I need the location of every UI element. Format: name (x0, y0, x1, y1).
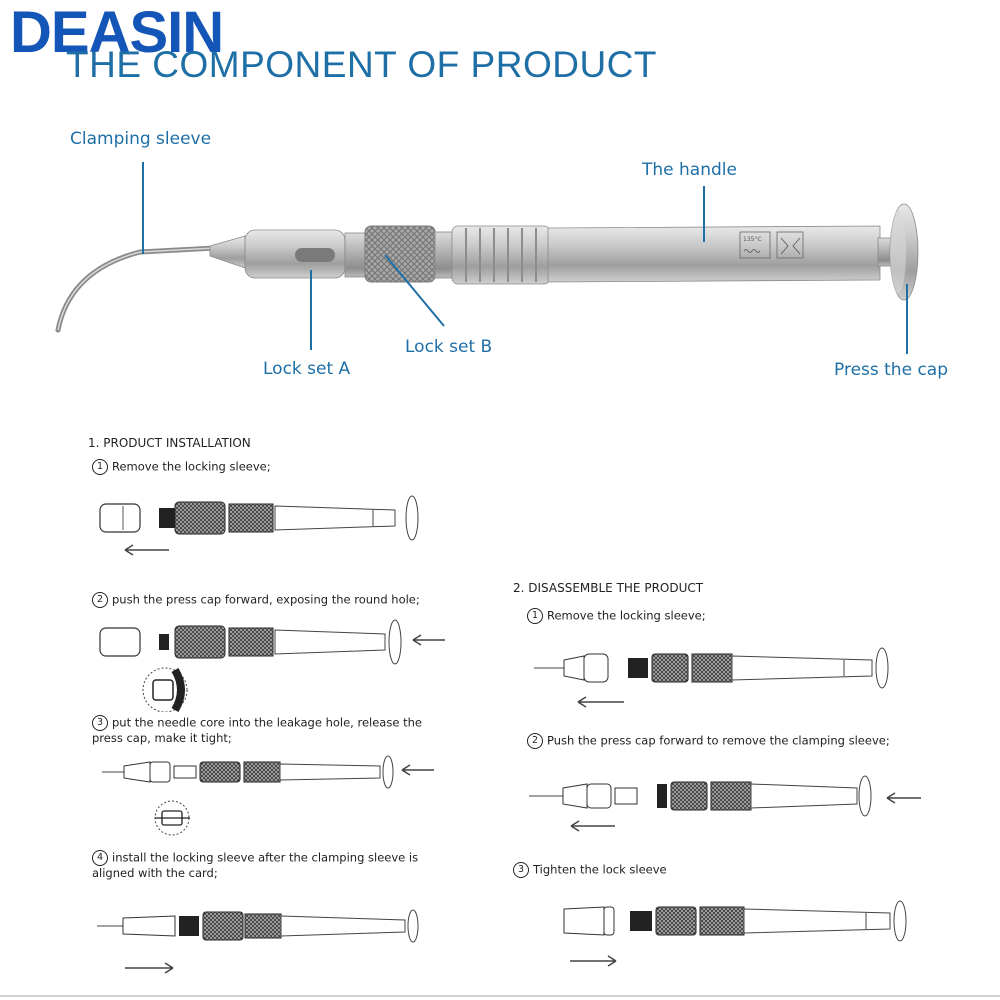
needle-tip (55, 245, 218, 333)
step-number: 3 (513, 862, 529, 878)
pointer-lock-set-a (310, 270, 312, 350)
symbol-mark (776, 231, 804, 259)
page-title: THE COMPONENT OF PRODUCT (66, 44, 657, 85)
installation-title: 1. PRODUCT INSTALLATION (88, 436, 251, 450)
disassemble-step-3: 3 Tighten the lock sleeve (513, 862, 933, 878)
step-text: push the press cap forward, exposing the… (112, 592, 420, 607)
install-diagram-3 (102, 755, 434, 836)
pointer-press-cap (906, 284, 908, 354)
autoclave-mark (739, 231, 771, 259)
step-number: 1 (92, 459, 108, 475)
disassemble-diagram-1 (534, 647, 889, 708)
disassemble-step-1: 1 Remove the locking sleeve; (527, 608, 947, 624)
install-diagram-1 (99, 495, 419, 556)
pointer-clamping-sleeve (142, 162, 144, 254)
label-press-cap: Press the cap (834, 360, 949, 380)
step-number: 2 (92, 592, 108, 608)
step-number: 4 (92, 850, 108, 866)
brand-logo: DEASIN (10, 0, 224, 65)
step-number: 1 (527, 608, 543, 624)
bottom-divider (0, 995, 1000, 997)
lock-set-a-slot (295, 248, 335, 262)
product-illustration: 135°C (55, 203, 919, 333)
disassemble-diagram-2 (529, 775, 921, 832)
handle-body (547, 225, 881, 283)
step-text: install the locking sleeve after the cla… (92, 850, 419, 881)
disassemble-step-2: 2 Push the press cap forward to remove th… (527, 733, 967, 749)
label-clamping-sleeve: Clamping sleeve (70, 129, 212, 149)
step-text: Remove the locking sleeve; (547, 608, 706, 623)
label-lock-set-a: Lock set A (263, 359, 351, 379)
label-handle: The handle (642, 160, 737, 180)
pointer-handle (703, 186, 705, 242)
install-step-1: 1 Remove the locking sleeve; (92, 459, 492, 475)
step-text: Push the press cap forward to remove the… (547, 733, 890, 748)
step-number: 2 (527, 733, 543, 749)
step-text: Tighten the lock sleeve (533, 862, 667, 877)
needle-cone (209, 235, 246, 269)
step-text: put the needle core into the leakage hol… (92, 715, 422, 746)
needle-highlight (57, 247, 216, 331)
autoclave-temp: 135°C (743, 236, 762, 243)
disassemble-diagram-3 (563, 900, 907, 967)
install-diagram-4 (97, 909, 419, 974)
install-diagram-2 (99, 619, 445, 712)
label-lock-set-b: Lock set B (405, 337, 493, 357)
collar (344, 232, 368, 278)
step-text: Remove the locking sleeve; (112, 459, 271, 474)
pointer-lock-set-b (384, 254, 445, 327)
install-step-2: 2 push the press cap forward, exposing th… (92, 592, 492, 608)
disassemble-title: 2. DISASSEMBLE THE PRODUCT (513, 581, 704, 595)
step-number: 3 (92, 715, 108, 731)
